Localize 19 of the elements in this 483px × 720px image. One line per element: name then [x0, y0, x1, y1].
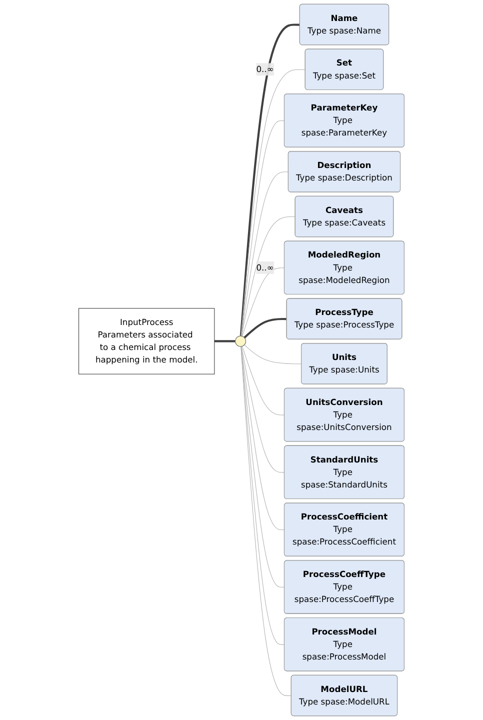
node-circle — [235, 336, 246, 347]
connector — [240, 346, 285, 530]
connector — [244, 344, 302, 364]
connector — [240, 346, 285, 645]
connector — [241, 216, 296, 336]
connector — [240, 120, 285, 336]
connector — [244, 318, 287, 338]
connector — [214, 340, 236, 342]
connector — [241, 346, 285, 473]
connector — [240, 24, 300, 336]
connector — [240, 346, 285, 588]
edge-label: 0..∞ — [256, 262, 274, 272]
connector — [241, 172, 289, 336]
connector — [242, 346, 285, 416]
connector — [240, 346, 292, 696]
edge-label: 0..∞ — [256, 64, 274, 74]
node-box: InputProcess Parameters associated to a chemical process happening in the model. — [78, 308, 215, 374]
connector — [242, 268, 285, 336]
connector — [240, 69, 306, 336]
